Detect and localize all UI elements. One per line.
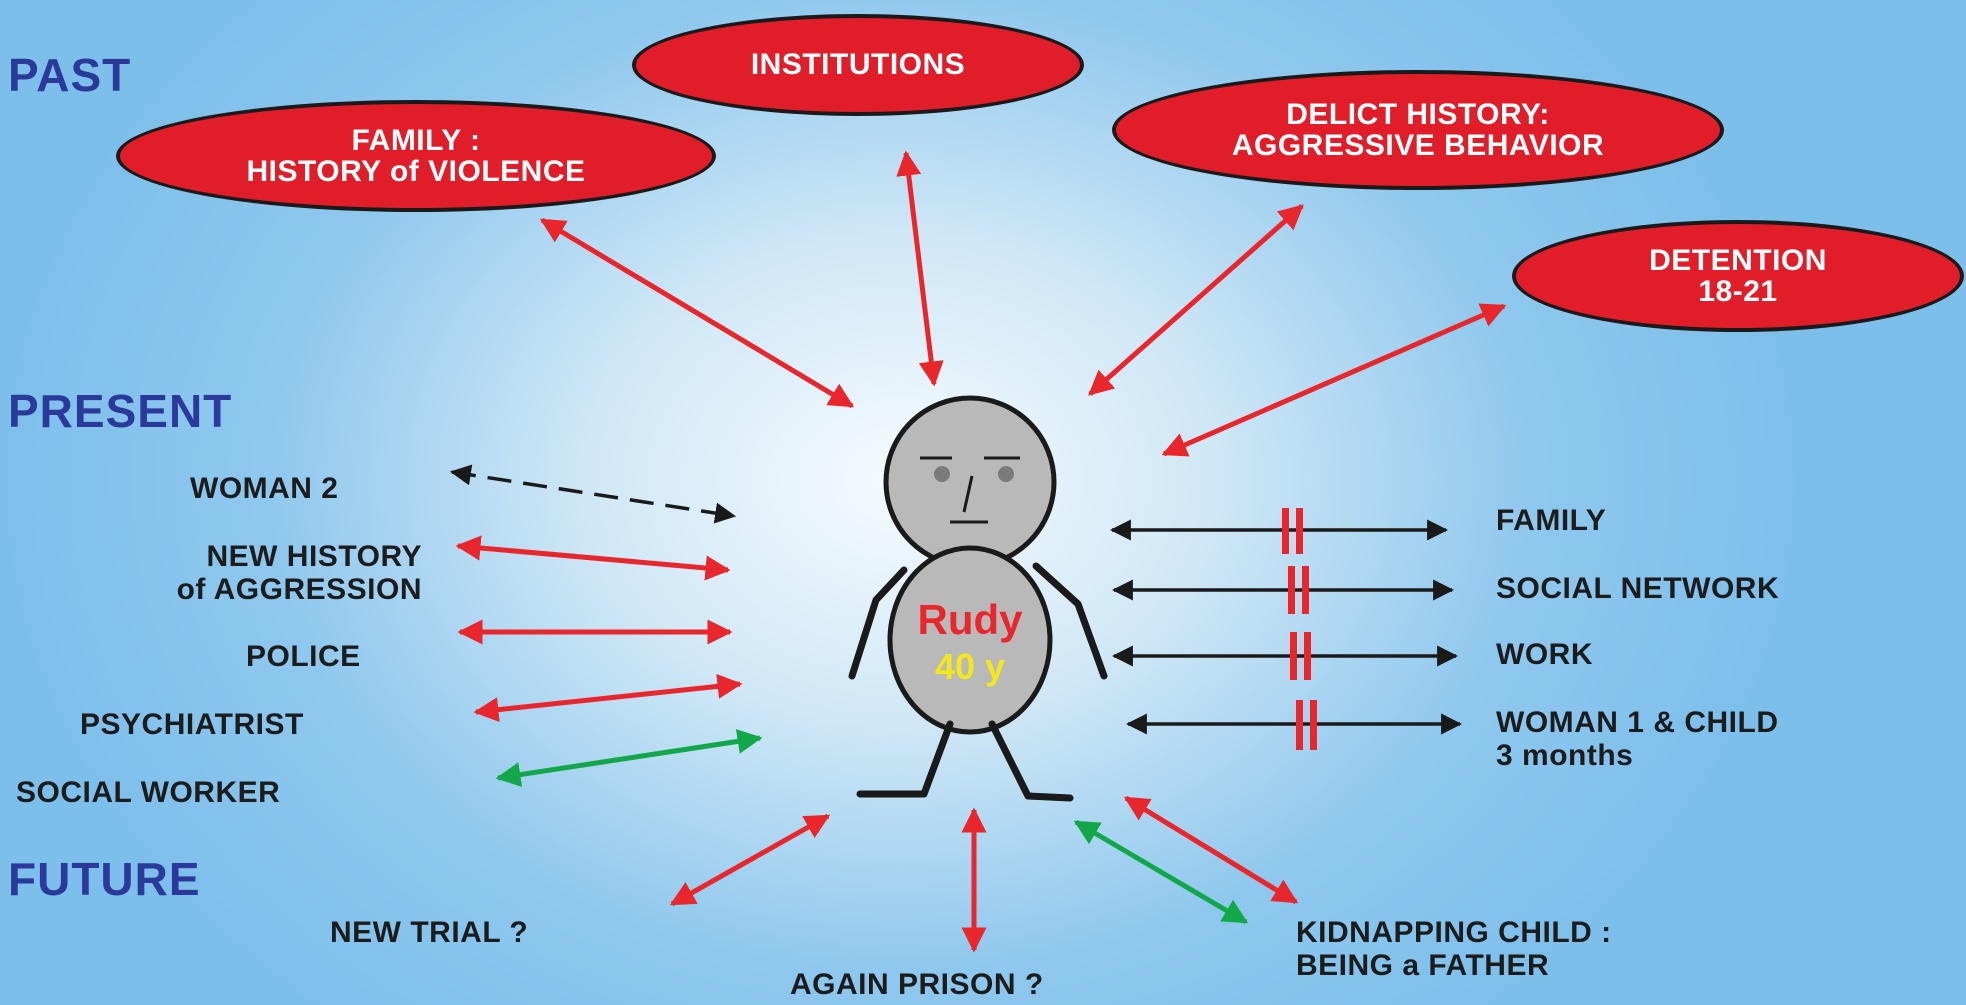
label-family: FAMILY [1496, 504, 1607, 537]
section-title-future: FUTURE [8, 853, 201, 905]
label-woman1-child: WOMAN 1 & CHILD 3 months [1496, 706, 1778, 772]
family-line-2: HISTORY of VIOLENCE [246, 155, 586, 188]
section-title-present: PRESENT [8, 385, 233, 437]
arrow-institutions [896, 150, 944, 387]
kidnapping-line-1: KIDNAPPING CHILD : [1296, 916, 1612, 949]
kidnapping-line-2: BEING a FATHER [1296, 949, 1550, 982]
arrow-woman2 [449, 464, 737, 524]
arrow-delict-history [1088, 204, 1304, 396]
arrow-family-history [539, 217, 855, 409]
label-new-history: NEW HISTORY of AGGRESSION [40, 540, 422, 606]
label-psychiatrist: PSYCHIATRIST [80, 708, 304, 741]
delict-line-2: AGGRESSIVE BEHAVIOR [1231, 129, 1605, 162]
ellipse-delict-history: DELICT HISTORY: AGGRESSIVE BEHAVIOR [1112, 70, 1724, 190]
arrow-social-worker [495, 729, 763, 787]
woman1-line-2: 3 months [1496, 739, 1634, 772]
label-kidnapping: KIDNAPPING CHILD : BEING a FATHER [1296, 916, 1612, 982]
arrow-detention [1161, 303, 1507, 457]
arrow-psychiatrist [473, 673, 743, 723]
detention-line-2: 18-21 [1698, 275, 1778, 308]
person-age: 40 y [934, 646, 1006, 687]
new-history-line-1: NEW HISTORY [206, 540, 422, 573]
label-work: WORK [1496, 638, 1593, 671]
institutions-label: INSTITUTIONS [750, 48, 966, 82]
label-police: POLICE [246, 640, 361, 673]
label-woman2: WOMAN 2 [190, 472, 339, 505]
woman1-line-1: WOMAN 1 & CHILD [1496, 706, 1779, 739]
arrow-new-history [455, 535, 731, 581]
label-new-trial: NEW TRIAL ? [330, 916, 529, 949]
person-name: Rudy [917, 596, 1023, 643]
family-line-1: FAMILY : [351, 123, 481, 157]
section-title-past: PAST [8, 49, 132, 101]
ellipse-family-history: FAMILY : HISTORY of VIOLENCE [116, 100, 716, 212]
ellipse-institutions: INSTITUTIONS [632, 14, 1084, 116]
label-social-worker: SOCIAL WORKER [16, 776, 281, 809]
ellipse-detention: DETENTION 18-21 [1512, 220, 1964, 332]
stick-figure [848, 395, 1108, 802]
detention-line-1: DETENTION [1649, 243, 1827, 277]
delict-line-1: DELICT HISTORY: [1286, 97, 1550, 131]
label-again-prison: AGAIN PRISON ? [790, 968, 1044, 1001]
arrow-being-father-green [1073, 819, 1249, 925]
label-social-network: SOCIAL NETWORK [1496, 572, 1780, 605]
arrow-kidnapping-red [1123, 795, 1299, 905]
relationship-break-marks [1282, 508, 1317, 750]
new-history-line-2: of AGGRESSION [176, 573, 422, 606]
arrow-new-trial [669, 813, 831, 907]
